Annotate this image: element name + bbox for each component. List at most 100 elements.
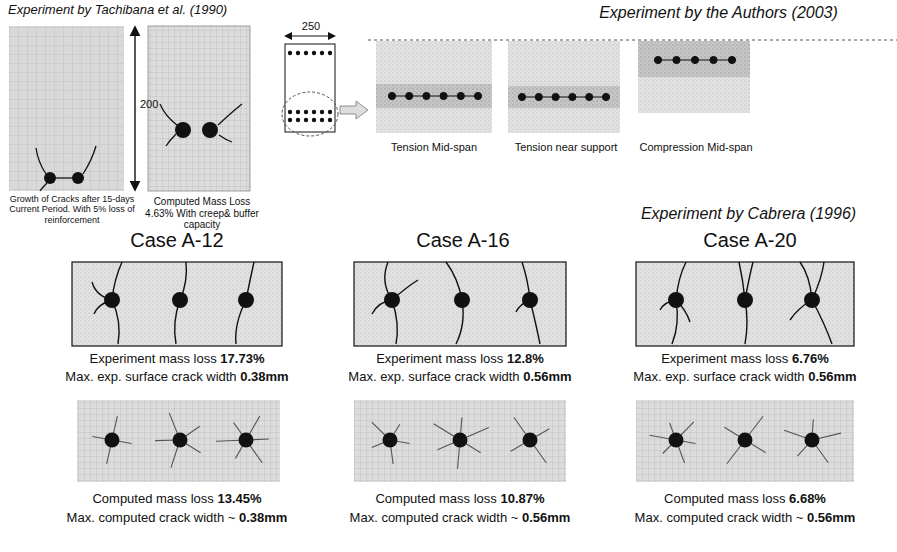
- rebar-dot: [304, 118, 308, 122]
- result-line: Experiment mass loss17.73%: [37, 352, 317, 367]
- rebar-dot: [312, 118, 316, 122]
- rebar-dot: [288, 51, 292, 55]
- rebar-dot: [654, 56, 661, 63]
- result-text: Max. exp. surface crack width: [65, 370, 236, 385]
- case-title: Case A-20: [645, 229, 855, 252]
- result-value: 10.87%: [500, 492, 544, 507]
- rebar-dot: [738, 433, 753, 448]
- rebar-dot: [296, 110, 300, 114]
- rebar-dot: [328, 110, 332, 114]
- rebar-dot: [673, 56, 680, 63]
- result-line: Max. computed crack width ~0.38mm: [37, 511, 317, 526]
- rebar-dot: [320, 51, 324, 55]
- rebar-dot: [172, 292, 188, 308]
- rebar-dot: [440, 92, 447, 99]
- panel-title: Experiment by Cabrera (1996): [600, 205, 897, 223]
- result-line: Max. computed crack width ~0.56mm: [605, 511, 885, 526]
- caption-text: Growth of Cracks after 15-days Current P…: [2, 194, 142, 225]
- rebar-dot: [296, 118, 300, 122]
- rebar-dot: [453, 433, 468, 448]
- result-value: 13.45%: [217, 492, 261, 507]
- rebar-dot: [312, 51, 316, 55]
- rebar-dot: [423, 92, 430, 99]
- rebar-dot: [454, 292, 470, 308]
- rebar-dot: [288, 110, 292, 114]
- rebar-dot: [105, 433, 120, 448]
- result-text: Experiment mass loss: [376, 352, 503, 367]
- result-value: 0.56mm: [523, 370, 571, 385]
- crack-line: [392, 96, 478, 97]
- result-text: Computed mass loss: [664, 492, 785, 507]
- rebar-dot: [320, 110, 324, 114]
- rebar-dot: [691, 56, 698, 63]
- dimension-label: 200: [140, 98, 170, 111]
- panel-title: Experiment by the Authors (2003): [540, 4, 897, 22]
- rebar-dot: [522, 292, 538, 308]
- rebar-dot: [304, 51, 308, 55]
- rebar-dot: [328, 118, 332, 122]
- panel-label: Tension Mid-span: [368, 141, 500, 154]
- rebar-dot: [518, 93, 525, 100]
- dimension-label: 250: [296, 20, 326, 33]
- rebar-dot: [173, 433, 188, 448]
- rebar-dot: [523, 433, 538, 448]
- result-value: 6.68%: [789, 492, 826, 507]
- rebar-dot: [104, 292, 120, 308]
- rebar-dot: [805, 433, 820, 448]
- result-line: Computed mass loss 6.68%: [605, 492, 885, 507]
- rebar-dot: [586, 93, 593, 100]
- result-line: Max. exp. surface crack width 0.56mm: [320, 370, 600, 385]
- rebar-dot: [552, 93, 559, 100]
- result-text: Experiment mass loss: [90, 352, 217, 367]
- rebar-dot: [238, 292, 254, 308]
- panel-title: Experiment by Tachibana et al. (1990): [8, 3, 308, 18]
- result-line: Computed mass loss 10.87%: [320, 492, 600, 507]
- result-text: Max. computed crack width ~: [635, 511, 804, 526]
- case-title: Case A-12: [77, 229, 277, 252]
- rebar-dot: [288, 118, 292, 122]
- result-value: 17.73%: [220, 352, 264, 367]
- rebar-dot: [569, 93, 576, 100]
- result-value: 0.38mm: [239, 511, 287, 526]
- result-text: Computed mass loss: [375, 492, 496, 507]
- crack-line: [522, 97, 606, 98]
- result-text: Experiment mass loss: [661, 352, 788, 367]
- rebar-dot: [669, 433, 684, 448]
- rebar-dot: [804, 292, 820, 308]
- rebar-dot: [384, 292, 400, 308]
- result-line: Experiment mass loss 12.8%: [320, 352, 600, 367]
- panel-label: Compression Mid-span: [630, 141, 762, 154]
- rebar-dot: [474, 92, 481, 99]
- rebar-dot: [737, 292, 753, 308]
- result-text: Max. exp. surface crack width: [348, 370, 519, 385]
- rebar-dot: [388, 92, 395, 99]
- caption-text: Computed Mass Loss 4.63% With creep& buf…: [142, 196, 262, 231]
- result-text: Max. computed crack width ~: [350, 511, 519, 526]
- result-line: Computed mass loss 13.45%: [37, 492, 317, 507]
- result-value: 0.56mm: [808, 370, 856, 385]
- panel-label: Tension near support: [500, 141, 632, 154]
- rebar-dot: [602, 93, 609, 100]
- result-line: Experiment mass loss 6.76%: [605, 352, 885, 367]
- result-value: 0.56mm: [807, 511, 855, 526]
- rebar-dot: [296, 51, 300, 55]
- result-value: 0.56mm: [522, 511, 570, 526]
- rebar-dot: [668, 292, 684, 308]
- result-text: Max. exp. surface crack width: [633, 370, 804, 385]
- rebar-dot: [312, 110, 316, 114]
- rebar-dot: [710, 56, 717, 63]
- rebar-dot: [728, 56, 735, 63]
- result-text: Max. computed crack width ~: [67, 511, 236, 526]
- rebar-dot: [328, 51, 332, 55]
- rebar-dot: [239, 433, 254, 448]
- result-value: 6.76%: [792, 352, 829, 367]
- result-value: 12.8%: [507, 352, 544, 367]
- rebar-dot: [535, 93, 542, 100]
- rebar-dot: [304, 110, 308, 114]
- result-text: Computed mass loss: [92, 492, 213, 507]
- rebar-dot: [383, 433, 398, 448]
- result-value: 0.38mm: [240, 370, 288, 385]
- rebar-dot: [320, 118, 324, 122]
